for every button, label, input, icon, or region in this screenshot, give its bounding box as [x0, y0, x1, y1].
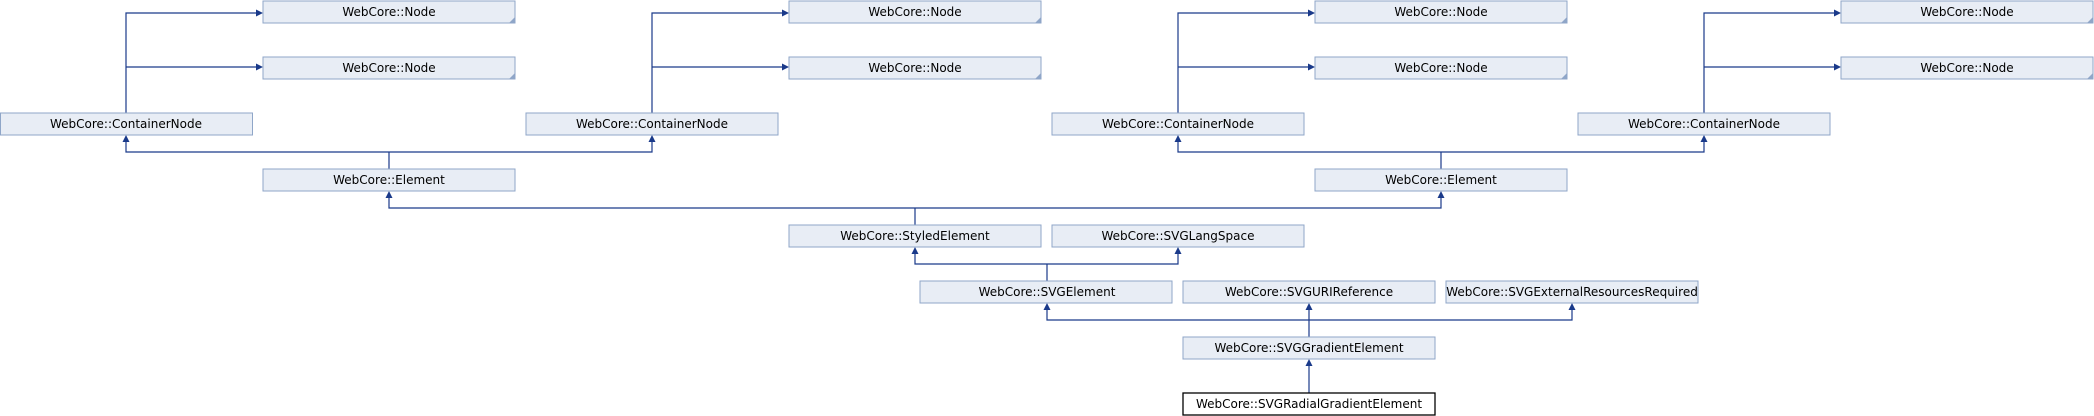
class-node-label: WebCore::ContainerNode — [50, 117, 202, 131]
edge-e1-to-containers — [125, 140, 653, 169]
class-node-label: WebCore::SVGRadialGradientElement — [1196, 397, 1422, 411]
class-node-label: WebCore::SVGElement — [979, 285, 1116, 299]
arrowhead — [1437, 191, 1445, 198]
class-node-webcore-containernode[interactable]: WebCore::ContainerNode — [0, 112, 253, 136]
arrowhead — [782, 63, 789, 71]
edge-arrowheads — [122, 9, 1841, 366]
class-node-label: WebCore::Node — [1394, 5, 1487, 19]
arrowhead — [1834, 9, 1841, 17]
arrowhead — [256, 63, 263, 71]
class-node-webcore-svgradialgradientelement: WebCore::SVGRadialGradientElement — [1182, 392, 1436, 416]
edge-c4-to-n7 — [1703, 12, 1836, 113]
class-node-webcore-svgurireference[interactable]: WebCore::SVGURIReference — [1182, 280, 1436, 304]
class-node-webcore-node[interactable]: WebCore::Node — [262, 0, 516, 24]
class-node-label: WebCore::ContainerNode — [1628, 117, 1780, 131]
class-node-webcore-element[interactable]: WebCore::Element — [262, 168, 516, 192]
arrowhead — [1568, 303, 1576, 310]
arrowhead — [1308, 63, 1315, 71]
edge-gradient-to-bases — [1046, 308, 1573, 337]
edge-c1-to-n1 — [125, 12, 258, 113]
edge-svgelement-to-bases — [914, 252, 1179, 281]
class-node-label: WebCore::SVGExternalResourcesRequired — [1446, 285, 1698, 299]
class-node-webcore-node[interactable]: WebCore::Node — [1840, 56, 2094, 80]
inheritance-edges — [125, 12, 1836, 393]
arrowhead — [122, 135, 130, 142]
class-node-label: WebCore::ContainerNode — [1102, 117, 1254, 131]
arrowhead — [782, 9, 789, 17]
arrowhead — [648, 135, 656, 142]
arrowhead — [1700, 135, 1708, 142]
arrowhead — [1308, 9, 1315, 17]
class-node-webcore-node[interactable]: WebCore::Node — [1314, 56, 1568, 80]
class-node-label: WebCore::Element — [333, 173, 445, 187]
class-node-label: WebCore::Node — [342, 61, 435, 75]
arrowhead — [911, 247, 919, 254]
class-node-webcore-node[interactable]: WebCore::Node — [1314, 0, 1568, 24]
arrowhead — [1043, 303, 1051, 310]
class-node-webcore-svggradientelement[interactable]: WebCore::SVGGradientElement — [1182, 336, 1436, 360]
arrowhead — [1174, 135, 1182, 142]
class-node-label: WebCore::Element — [1385, 173, 1497, 187]
arrowhead — [1174, 247, 1182, 254]
class-node-webcore-svgelement[interactable]: WebCore::SVGElement — [919, 280, 1173, 304]
class-node-label: WebCore::SVGLangSpace — [1102, 229, 1255, 243]
class-node-label: WebCore::Node — [342, 5, 435, 19]
class-node-webcore-containernode[interactable]: WebCore::ContainerNode — [525, 112, 779, 136]
class-node-label: WebCore::SVGGradientElement — [1214, 341, 1403, 355]
class-node-label: WebCore::StyledElement — [840, 229, 990, 243]
class-node-webcore-node[interactable]: WebCore::Node — [1840, 0, 2094, 24]
arrowhead — [1305, 303, 1313, 310]
class-node-webcore-svglangspace[interactable]: WebCore::SVGLangSpace — [1051, 224, 1305, 248]
arrowhead — [385, 191, 393, 198]
class-node-webcore-containernode[interactable]: WebCore::ContainerNode — [1577, 112, 1831, 136]
class-node-webcore-styledelement[interactable]: WebCore::StyledElement — [788, 224, 1042, 248]
edge-e2-to-containers — [1177, 140, 1705, 169]
class-node-label: WebCore::Node — [868, 5, 961, 19]
arrowhead — [1834, 63, 1841, 71]
class-node-label: WebCore::Node — [1394, 61, 1487, 75]
edge-c2-to-n3 — [651, 12, 784, 113]
edge-c3-to-n5 — [1177, 12, 1310, 113]
class-node-webcore-element[interactable]: WebCore::Element — [1314, 168, 1568, 192]
edge-styled-to-elements — [388, 196, 1442, 225]
class-node-label: WebCore::SVGURIReference — [1225, 285, 1393, 299]
class-node-webcore-node[interactable]: WebCore::Node — [262, 56, 516, 80]
class-node-webcore-containernode[interactable]: WebCore::ContainerNode — [1051, 112, 1305, 136]
class-node-label: WebCore::Node — [1920, 5, 2013, 19]
arrowhead — [1305, 359, 1313, 366]
class-node-label: WebCore::ContainerNode — [576, 117, 728, 131]
class-node-label: WebCore::Node — [868, 61, 961, 75]
class-node-webcore-svgexternalresourcesrequired[interactable]: WebCore::SVGExternalResourcesRequired — [1445, 280, 1699, 304]
arrowhead — [256, 9, 263, 17]
class-node-webcore-node[interactable]: WebCore::Node — [788, 56, 1042, 80]
class-node-webcore-node[interactable]: WebCore::Node — [788, 0, 1042, 24]
class-node-label: WebCore::Node — [1920, 61, 2013, 75]
